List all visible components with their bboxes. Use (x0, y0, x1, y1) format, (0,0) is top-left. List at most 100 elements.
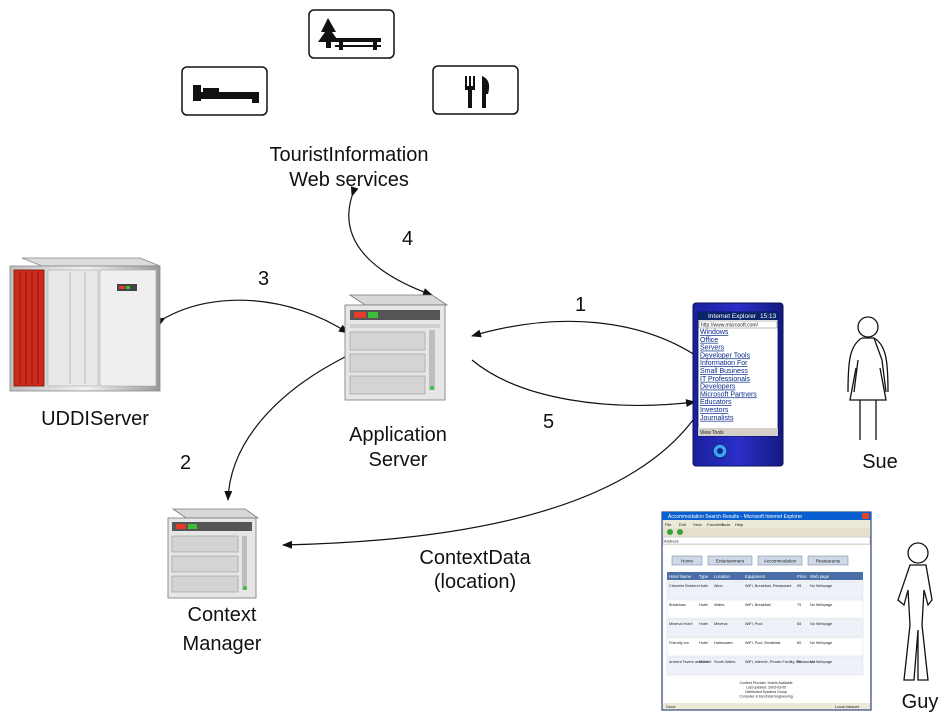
pda-link[interactable]: Microsoft Partners (700, 391, 757, 398)
context-manager-title: Context (188, 604, 257, 626)
browser-tab[interactable]: Home (671, 555, 703, 566)
guy-label: Guy (902, 691, 939, 713)
step-2-label: 2 (180, 452, 191, 474)
table-row (666, 618, 864, 638)
table-header-cell: Web page (810, 574, 830, 579)
table-cell: Bradshaw (669, 603, 686, 607)
bed-sign-icon (181, 66, 268, 116)
table-cell: WiFi, Internet, Private Facility, Restau… (745, 660, 816, 664)
table-row (666, 580, 864, 600)
table-cell: 79 (797, 603, 801, 607)
browser-tab[interactable]: Entertainment (707, 555, 753, 566)
pda-time: 15:13 (760, 313, 777, 320)
table-cell: Cheshire Borders (669, 584, 699, 588)
pda-link[interactable]: Servers (700, 345, 725, 352)
table-header-cell: Hotel Name (669, 574, 692, 579)
application-server-subtitle: Server (369, 449, 428, 471)
table-cell: 95 (797, 584, 801, 588)
table-cell: Hotel (699, 641, 708, 645)
table-cell: Wales (714, 603, 725, 607)
browser-menu-item[interactable]: View (693, 522, 702, 527)
arrow-contextdata (282, 419, 694, 549)
table-cell: South Wales (714, 660, 735, 664)
table-cell: WiFi, Pool, Breakfast (745, 641, 781, 645)
browser-menu-item[interactable]: Help (735, 522, 744, 527)
svg-text:Home: Home (681, 559, 694, 564)
context-manager-icon (167, 508, 260, 599)
table-cell: Halesowen (714, 641, 733, 645)
table-cell: No Webpage (810, 584, 832, 588)
pda-link[interactable]: Small Business (700, 368, 748, 375)
table-header-cell: Location (714, 574, 731, 579)
application-server-title: Application (349, 424, 447, 446)
svg-text:Restaurants: Restaurants (816, 559, 841, 564)
pda-toolbar-label: View Tools (700, 430, 724, 436)
application-server-icon (344, 294, 449, 401)
picnic-sign-icon (308, 9, 395, 59)
pda-link[interactable]: Investors (700, 407, 729, 414)
table-cell: 50 (797, 660, 801, 664)
table-row (666, 599, 864, 619)
browser-footer-line: Computer & Electrical Engineering (739, 695, 793, 699)
arrow-3-uddi-app (155, 299, 349, 334)
table-cell: Friendly Inn (669, 641, 689, 645)
sue-person-icon (847, 316, 889, 440)
pda-link[interactable]: Developers (700, 384, 736, 391)
step-1-label: 1 (575, 294, 586, 316)
arrow-2-app-context (224, 349, 355, 501)
browser-menu-item[interactable]: Favorites (707, 522, 723, 527)
pda-link[interactable]: Journalists (700, 415, 734, 422)
browser-title: Accommodation Search Results - Microsoft… (668, 514, 803, 520)
table-row (666, 637, 864, 657)
tourist-info-title: TouristInformation (270, 144, 429, 166)
table-cell: WiFi, Breakfast (745, 603, 772, 607)
browser-footer-line: Last updated: 2003-03-05 (746, 686, 786, 690)
table-cell: Hotel (699, 584, 708, 588)
arrow-5-app-pda (471, 359, 696, 408)
browser-footer-line: Content Provider: Hotels Available (739, 681, 792, 685)
table-cell: No Webpage (810, 660, 832, 664)
context-manager-subtitle: Manager (183, 633, 262, 655)
table-cell: No Webpage (810, 622, 832, 626)
browser-address-label: Address (664, 539, 679, 544)
browser-zone: Local intranet (835, 704, 860, 709)
table-cell: Hotel (699, 622, 708, 626)
restaurant-sign-icon (432, 65, 519, 115)
context-data-sublabel: (location) (434, 571, 516, 593)
uddi-server-icon (9, 257, 161, 392)
browser-menu-item[interactable]: File (665, 522, 672, 527)
browser-footer-line: Distributed Systems Group (745, 690, 787, 694)
table-row (666, 656, 864, 676)
step-5-label: 5 (543, 411, 554, 433)
table-cell: Motel (699, 660, 708, 664)
table-cell: 65 (797, 622, 801, 626)
browser-window: Accommodation Search Results - Microsoft… (661, 511, 872, 711)
pda-link[interactable]: Office (700, 337, 718, 344)
browser-menu-item[interactable]: Edit (679, 522, 687, 527)
browser-status: Done (666, 704, 676, 709)
step-4-label: 4 (402, 228, 413, 250)
table-cell: Alton (714, 584, 723, 588)
sue-label: Sue (862, 451, 898, 473)
svg-text:Accommodation: Accommodation (764, 559, 797, 564)
browser-menu-item[interactable]: Tools (721, 522, 730, 527)
table-header-cell: Type (699, 574, 709, 579)
pda-link[interactable]: Windows (700, 329, 729, 336)
table-cell: 60 (797, 641, 801, 645)
browser-tab[interactable]: Accommodation (757, 555, 803, 566)
pda-link[interactable]: Educators (700, 399, 732, 406)
table-cell: Minerva (714, 622, 728, 626)
table-cell: Hotel (699, 603, 708, 607)
pda-link[interactable]: Information For (700, 360, 748, 367)
table-cell: Minerva Hotel (669, 622, 693, 626)
pda-link[interactable]: Developer Tools (700, 352, 751, 359)
step-3-label: 3 (258, 268, 269, 290)
pda-link[interactable]: IT Professionals (700, 376, 751, 383)
table-cell: No Webpage (810, 603, 832, 607)
tourist-info-subtitle: Web services (289, 169, 409, 191)
table-header-cell: Equipment (745, 574, 766, 579)
browser-tab[interactable]: Restaurants (807, 555, 849, 566)
table-cell: Ancient Tavern and Hotel (669, 660, 712, 664)
table-cell: No Webpage (810, 641, 832, 645)
